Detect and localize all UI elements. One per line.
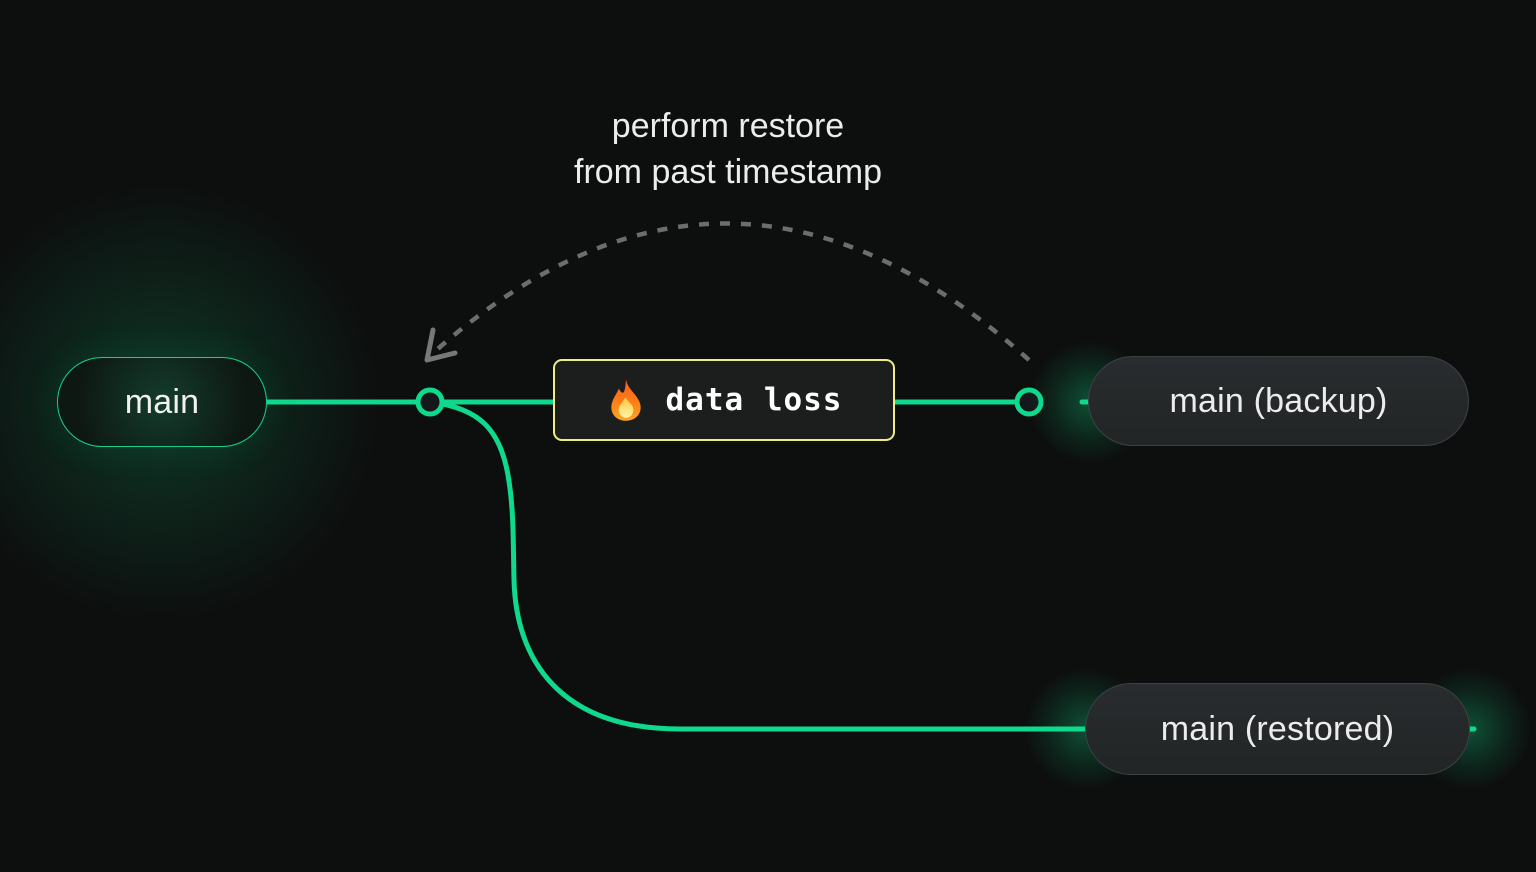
- restore-annotation-line1: perform restore: [611, 107, 845, 145]
- edge-branch-to-restored: [427, 399, 1477, 732]
- node-main-restored: main (restored): [1085, 683, 1470, 775]
- restore-arrowhead-icon: [424, 327, 458, 363]
- node-main-label: main: [124, 382, 200, 421]
- node-data-loss: data loss: [553, 359, 895, 441]
- node-data-loss-label: data loss: [665, 382, 843, 418]
- restore-annotation-line2: from past timestamp: [574, 153, 882, 191]
- fire-icon: [610, 379, 641, 421]
- node-main-backup-label: main (backup): [1169, 381, 1388, 420]
- commit-circle-backup: [1014, 387, 1044, 417]
- restore-arc-dashed: [430, 221, 1031, 362]
- restore-annotation: perform restore from past timestamp: [428, 103, 1028, 195]
- node-main-backup: main (backup): [1088, 356, 1469, 446]
- node-main: main: [57, 357, 267, 447]
- node-main-restored-label: main (restored): [1160, 709, 1395, 748]
- commit-circle-branch-point: [415, 387, 445, 417]
